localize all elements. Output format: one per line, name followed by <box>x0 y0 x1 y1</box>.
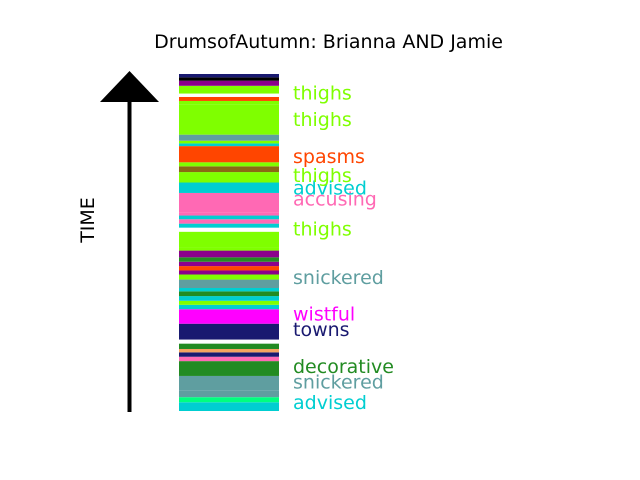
stripe-10 <box>179 323 279 340</box>
stripe-38 <box>179 140 279 144</box>
annotation-thighs-12: thighs <box>293 83 352 105</box>
stripe-41 <box>179 100 279 105</box>
stripe-30 <box>179 212 279 216</box>
stripe-26 <box>179 227 279 232</box>
stripe-31 <box>179 192 279 213</box>
time-arrow-head <box>100 71 159 102</box>
stripe-13 <box>179 300 279 305</box>
stripe-25 <box>179 231 279 248</box>
annotation-snickered-5: snickered <box>293 267 384 289</box>
stripe-45 <box>179 80 279 86</box>
stripe-47 <box>179 74 279 78</box>
chart-title: DrumsofAutumn: Brianna AND Jamie <box>154 31 503 53</box>
stripe-37 <box>179 143 279 147</box>
stripe-5 <box>179 356 279 362</box>
stripe-43 <box>179 93 279 97</box>
stripe-34 <box>179 166 279 173</box>
stripe-17 <box>179 279 279 288</box>
stripe-40 <box>179 104 279 135</box>
annotation-group: advisedsnickereddecorativetownswistfulsn… <box>293 83 394 414</box>
annotation-accusing-7: accusing <box>293 189 377 211</box>
stripe-35 <box>179 162 279 167</box>
stripe-15 <box>179 291 279 297</box>
stripe-group <box>179 74 279 411</box>
stripe-1 <box>179 397 279 403</box>
annotation-advised-0: advised <box>293 392 367 414</box>
stripe-6 <box>179 352 279 357</box>
stripe-12 <box>179 304 279 310</box>
stripe-32 <box>179 182 279 193</box>
annotation-snickered-1: snickered <box>293 372 384 394</box>
stripe-8 <box>179 343 279 349</box>
annotation-thighs-11: thighs <box>293 109 352 131</box>
time-arrow <box>100 71 159 412</box>
annotation-thighs-6: thighs <box>293 219 352 241</box>
stripe-3 <box>179 375 279 391</box>
stripe-21 <box>179 261 279 267</box>
annotation-decorative-2: decorative <box>293 356 394 378</box>
stripe-46 <box>179 77 279 81</box>
stripe-18 <box>179 274 279 280</box>
stripe-0 <box>179 402 279 411</box>
stripe-9 <box>179 339 279 344</box>
stripe-24 <box>179 247 279 251</box>
annotation-wistful-4: wistful <box>293 304 355 326</box>
stripe-44 <box>179 85 279 94</box>
stripe-33 <box>179 172 279 183</box>
stripe-4 <box>179 361 279 376</box>
stripe-2 <box>179 390 279 398</box>
stripe-28 <box>179 219 279 224</box>
annotation-thighs-9: thighs <box>293 165 352 187</box>
stripe-22 <box>179 257 279 262</box>
stripe-29 <box>179 215 279 220</box>
annotation-advised-8: advised <box>293 178 367 200</box>
stripe-23 <box>179 250 279 258</box>
stripe-19 <box>179 270 279 275</box>
stripe-39 <box>179 134 279 141</box>
stripe-20 <box>179 266 279 271</box>
stripe-16 <box>179 288 279 292</box>
stripe-14 <box>179 296 279 301</box>
annotation-towns-3: towns <box>293 319 350 341</box>
stripe-36 <box>179 146 279 163</box>
annotation-spasms-10: spasms <box>293 146 365 168</box>
stripe-27 <box>179 223 279 228</box>
stripe-7 <box>179 348 279 353</box>
stripe-42 <box>179 96 279 101</box>
stripe-11 <box>179 309 279 324</box>
